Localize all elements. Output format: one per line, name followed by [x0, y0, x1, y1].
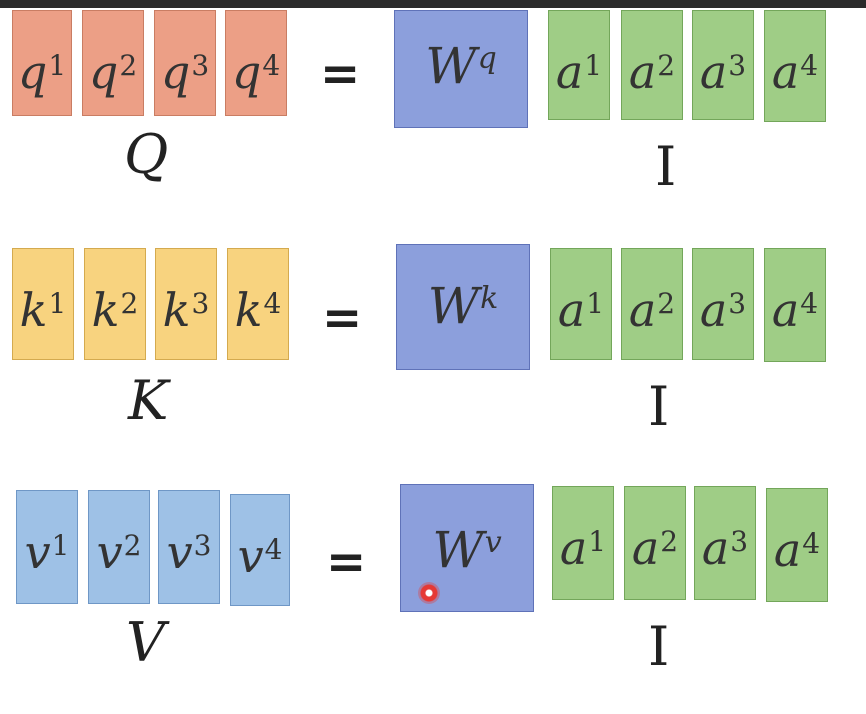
query-input-label: I [655, 135, 677, 198]
pointer-cursor-icon [418, 582, 440, 604]
value-matrix-label: V [126, 611, 165, 674]
value-input-label: I [648, 615, 670, 678]
top-bar [0, 0, 866, 8]
query-matrix-label: Q [124, 123, 169, 186]
key-matrix-label: K [128, 369, 169, 432]
key-equals-sign: = [322, 290, 363, 346]
query-equals-sign: = [320, 46, 361, 102]
value-equals-sign: = [326, 534, 367, 590]
key-input-label: I [648, 375, 670, 438]
